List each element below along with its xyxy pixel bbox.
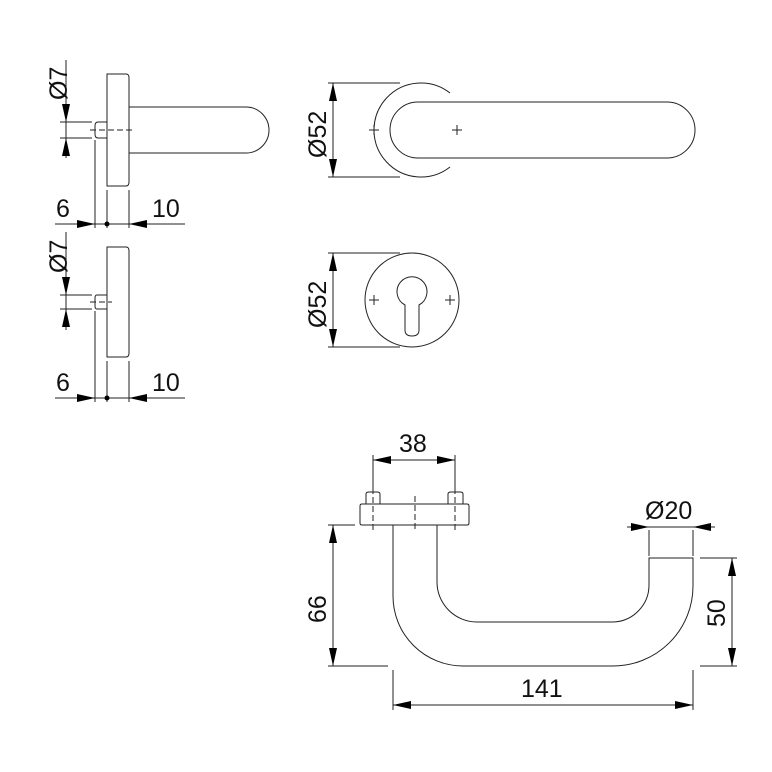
height-total-label: 66 bbox=[304, 595, 332, 623]
front-view-lever: Ø52 bbox=[304, 82, 696, 178]
dim-right-label: 10 bbox=[152, 195, 180, 223]
length-label: 141 bbox=[521, 675, 563, 703]
spindle-diameter-label: Ø7 bbox=[45, 240, 73, 273]
rose-diameter-label: Ø52 bbox=[304, 281, 332, 328]
height-end-label: 50 bbox=[703, 599, 731, 627]
side-view-lever: Ø7 6 10 bbox=[45, 60, 270, 228]
front-view-escutcheon: Ø52 bbox=[304, 252, 460, 348]
top-view-handle: 38 Ø20 66 50 141 bbox=[304, 430, 737, 710]
side-view-escutcheon: Ø7 6 10 bbox=[45, 232, 185, 402]
tube-diameter-label: Ø20 bbox=[645, 497, 692, 525]
dim-right-label: 10 bbox=[152, 369, 180, 397]
dim-left-label: 6 bbox=[56, 369, 70, 397]
dim-left-label: 6 bbox=[56, 195, 70, 223]
rose-diameter-label: Ø52 bbox=[304, 111, 332, 158]
spindle-diameter-label: Ø7 bbox=[45, 67, 73, 100]
fixing-distance-label: 38 bbox=[399, 430, 427, 458]
